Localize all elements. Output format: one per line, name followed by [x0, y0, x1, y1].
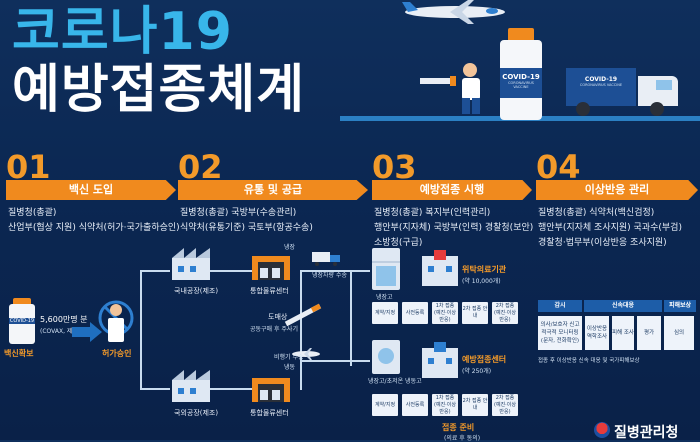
hero-bottle-sublabel: CORONAVIRUS VACCINE: [508, 81, 534, 89]
step-2-banner: 유통 및 공급: [178, 180, 368, 200]
intake-bottle-label: COVID-19: [9, 318, 35, 324]
se-header-response: 신속대응: [584, 300, 662, 312]
vaccination-center-icon: [422, 342, 458, 378]
step-2-description: 질병청(총괄) 국방부(수송관리) 식약처(유통기준) 국토부(항공수송): [180, 208, 313, 233]
step-1-description: 질병청(총괄) 산업부(협상 지원) 식약처(허가·국가출하승인): [8, 208, 180, 233]
se-cell-epi: 이상반응 역학조사: [585, 316, 609, 350]
se-cell-review: 심의: [664, 316, 694, 350]
freezer-icon: [372, 340, 400, 374]
connector-to-overseas: [140, 388, 170, 390]
doctor-approval-icon: [98, 300, 134, 342]
logistics-center-icon-1: [252, 256, 290, 280]
flow-arrow-icon: [72, 322, 102, 342]
se-cell-evaluate: 평가: [637, 316, 661, 350]
syringe-runner-icon: [420, 63, 480, 114]
site-1-step-notice: 2차 접종 안내: [462, 302, 488, 324]
site-2-step-dose-1: 1차 접종 (예진·이상반응): [432, 394, 458, 416]
step-3-title: 예방접종 시행: [419, 183, 485, 196]
step-2-number: 02: [178, 148, 223, 186]
step-4-number: 04: [536, 148, 581, 186]
cold-label-2: 냉동: [284, 364, 296, 371]
connector-overseas-center: [210, 388, 270, 390]
vaccine-amount-source: (COVAX, 제약사): [40, 328, 86, 335]
cold-truck-icon: [312, 252, 340, 266]
connector-vertical-2: [300, 270, 302, 390]
syringe-icon: [284, 303, 322, 327]
overseas-factory-label: 국외공장(제조): [174, 409, 219, 417]
site-2-count: (약 250개): [462, 368, 492, 375]
wholesaler-sublabel: 공동구매 후 주사기: [250, 326, 298, 333]
step-4-description: 질병청(총괄) 식약처(백신검정) 행안부(지자체 조사지원) 국과수(부검) …: [538, 208, 682, 248]
se-cell-report: 의사/보호자 신고 적극적 모니터링 (문자, 전화확인): [538, 316, 582, 350]
airplane-icon: [402, 0, 505, 24]
clinic-icon: [422, 250, 458, 286]
prep-sublabel: (의료 후 동의): [444, 435, 481, 442]
site-2-process: 계약/지정 사전등록 1차 접종 (예진·이상반응) 2차 접종 안내 2차 접…: [372, 394, 518, 416]
site-1-process: 계약/지정 사전등록 1차 접종 (예진·이상반응) 2차 접종 안내 2차 접…: [372, 302, 518, 324]
air-transport-label: 비행기 수송: [274, 354, 304, 361]
se-cell-investigate: 피해 조사: [612, 316, 634, 350]
step-3-description: 질병청(총괄) 복지부(인력관리) 행안부(지자체) 국방부(인력) 경찰청(보…: [374, 208, 534, 248]
step-1-banner: 백신 도입: [6, 180, 176, 200]
step-2-title: 유통 및 공급: [243, 183, 303, 196]
wholesaler-label: 도매상: [268, 313, 288, 321]
approval-label: 허가승인: [102, 349, 132, 358]
site-2-step-contract: 계약/지정: [372, 394, 398, 416]
cold-truck-label: 냉장차량 수송: [312, 272, 348, 279]
vaccine-intake-label: 백신확보: [4, 349, 34, 358]
logistics-center-label-2: 통합물류센터: [250, 409, 289, 417]
step-4-banner: 이상반응 관리: [536, 180, 698, 200]
intake-vaccine-bottle: COVID-19: [9, 304, 35, 344]
step-3-banner: 예방접종 시행: [372, 180, 532, 200]
logistics-center-label-1: 통합물류센터: [250, 287, 289, 295]
cold-label-1: 냉장: [284, 244, 296, 251]
truck-label: COVID-19: [584, 76, 618, 83]
connector-to-center: [300, 360, 370, 362]
connector-vertical-1: [140, 270, 142, 390]
delivery-truck: COVID-19 CORONAVIRUS VACCINE: [566, 68, 690, 118]
side-effects-table: 감시 신속대응 피해보상 의사/보호자 신고 적극적 모니터링 (문자, 전화확…: [538, 300, 696, 364]
site-1-label: 위탁의료기관: [462, 265, 507, 274]
prep-label: 접종 준비: [442, 423, 475, 432]
site-1-step-dose-1: 1차 접종 (예진·이상반응): [432, 302, 458, 324]
overseas-factory-icon: [172, 370, 210, 402]
domestic-factory-label: 국내공장(제조): [174, 287, 219, 295]
site-2-step-notice: 2차 접종 안내: [462, 394, 488, 416]
domestic-factory-icon: [172, 248, 210, 280]
site-1-step-contract: 계약/지정: [372, 302, 398, 324]
site-2-step-dose-2: 2차 접종 (예진·이상반응): [492, 394, 518, 416]
site-1-step-register: 사전등록: [402, 302, 428, 324]
se-header-compensation: 피해보상: [664, 300, 696, 312]
step-1-title: 백신 도입: [68, 183, 114, 196]
se-note: 접종 후 이상반응 신속 대응 및 국가피해보상: [538, 358, 640, 364]
title-line-2: 예방접종체계: [12, 60, 306, 120]
logistics-center-icon-2: [252, 378, 290, 402]
connector-domestic-center: [210, 270, 270, 272]
connector-to-fridge: [300, 270, 370, 272]
site-2-step-register: 사전등록: [402, 394, 428, 416]
intake-bottle-cap: [13, 298, 31, 306]
step-3-number: 03: [372, 148, 417, 186]
site-2-label: 예방접종센터: [462, 355, 507, 364]
site-1-step-dose-2: 2차 접종 (예진·이상반응): [492, 302, 518, 324]
hero-bottle-label: COVID-19: [502, 73, 540, 81]
site-1-count: (약 10,000개): [462, 278, 501, 285]
step-4-title: 이상반응 관리: [584, 183, 650, 196]
hero-vaccine-bottle: COVID-19 CORONAVIRUS VACCINE: [496, 28, 546, 120]
fridge-label-1: 냉장고: [376, 294, 393, 301]
se-header-monitoring: 감시: [538, 300, 582, 312]
title-line-1: 코로나19: [12, 2, 233, 62]
kdca-logo-icon: [594, 422, 610, 438]
fridge-label-2: 냉장고/초저온 냉동고: [368, 378, 422, 385]
agency-name: 질병관리청: [614, 425, 679, 441]
connector-to-domestic: [140, 270, 170, 272]
connector-vertical-3: [350, 270, 352, 366]
step-1-number: 01: [6, 148, 51, 186]
small-airplane-icon: [292, 348, 320, 360]
truck-sublabel: CORONAVIRUS VACCINE: [579, 83, 623, 87]
fridge-icon-1: [372, 248, 400, 290]
vaccine-amount: 5,600만명 분: [40, 315, 88, 324]
